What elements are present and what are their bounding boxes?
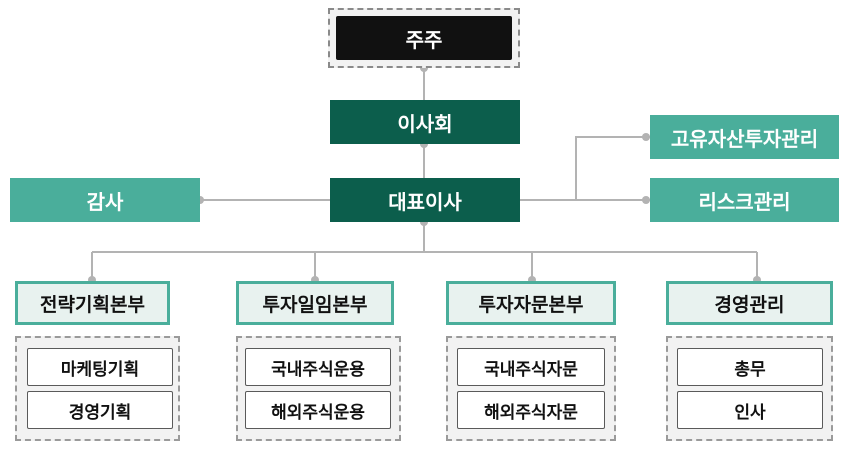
team-box: 총무	[677, 348, 823, 386]
risk-management-box: 리스크관리	[650, 178, 839, 222]
division-box-strategy: 전략기획본부	[15, 281, 170, 325]
division-box-management: 경영관리	[666, 281, 833, 325]
board-box: 이사회	[330, 100, 520, 144]
audit-box: 감사	[10, 178, 200, 222]
team-box: 국내주식자문	[457, 348, 605, 386]
shareholders-box: 주주	[336, 16, 512, 60]
division-box-discretionary: 투자일임본부	[236, 281, 394, 325]
team-box: 마케팅기획	[27, 348, 173, 386]
proprietary-investment-box: 고유자산투자관리	[650, 115, 839, 159]
line-proprietary-branch	[575, 136, 650, 200]
division-box-advisory: 투자자문본부	[446, 281, 616, 325]
connector-dot	[642, 196, 650, 204]
ceo-box: 대표이사	[330, 178, 520, 222]
connector-dot	[642, 133, 650, 141]
team-box: 경영기획	[27, 391, 173, 429]
team-box: 국내주식운용	[245, 348, 391, 386]
team-box: 해외주식자문	[457, 391, 605, 429]
team-box: 해외주식운용	[245, 391, 391, 429]
team-box: 인사	[677, 391, 823, 429]
